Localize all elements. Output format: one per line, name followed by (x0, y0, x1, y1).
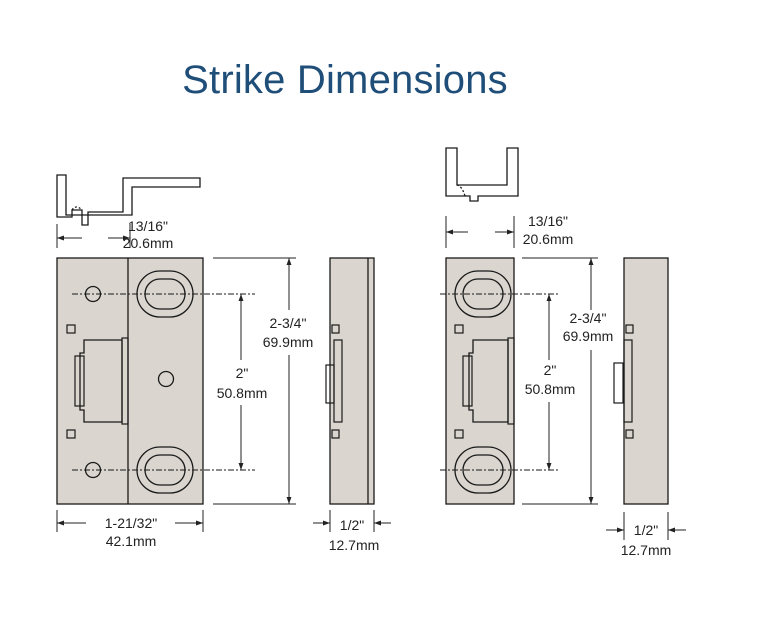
left-slot-spacing-mm: 50.8mm (217, 385, 268, 401)
right-depth-in: 1/2" (634, 522, 658, 538)
right-height-in: 2-3/4" (570, 310, 607, 326)
right-depth-mm: 12.7mm (621, 542, 672, 558)
left-strike-side-view (325, 257, 375, 505)
left-top-width-mm: 20.6mm (123, 235, 174, 251)
left-depth-in: 1/2" (340, 517, 364, 533)
right-slot-spacing-mm: 50.8mm (525, 381, 576, 397)
page-title: Strike Dimensions (182, 58, 508, 102)
left-height-mm: 69.9mm (263, 334, 314, 350)
left-depth-mm: 12.7mm (329, 537, 380, 553)
left-face-width-mm: 42.1mm (106, 533, 157, 549)
right-height-mm: 69.9mm (563, 328, 614, 344)
left-height-in: 2-3/4" (270, 315, 307, 331)
left-top-width-in: 13/16" (128, 218, 168, 234)
left-strike-top-view (56, 174, 201, 226)
right-strike-top-view (445, 147, 519, 202)
right-slot-spacing-in: 2" (544, 362, 557, 378)
left-slot-spacing-in: 2" (236, 365, 249, 381)
left-face-width-in: 1-21/32" (105, 515, 157, 531)
right-top-width-mm: 20.6mm (523, 231, 574, 247)
left-strike-front-view (56, 257, 255, 505)
right-strike-front-view (440, 257, 560, 505)
right-strike-side-view (613, 257, 669, 505)
right-top-width-in: 13/16" (528, 213, 568, 229)
